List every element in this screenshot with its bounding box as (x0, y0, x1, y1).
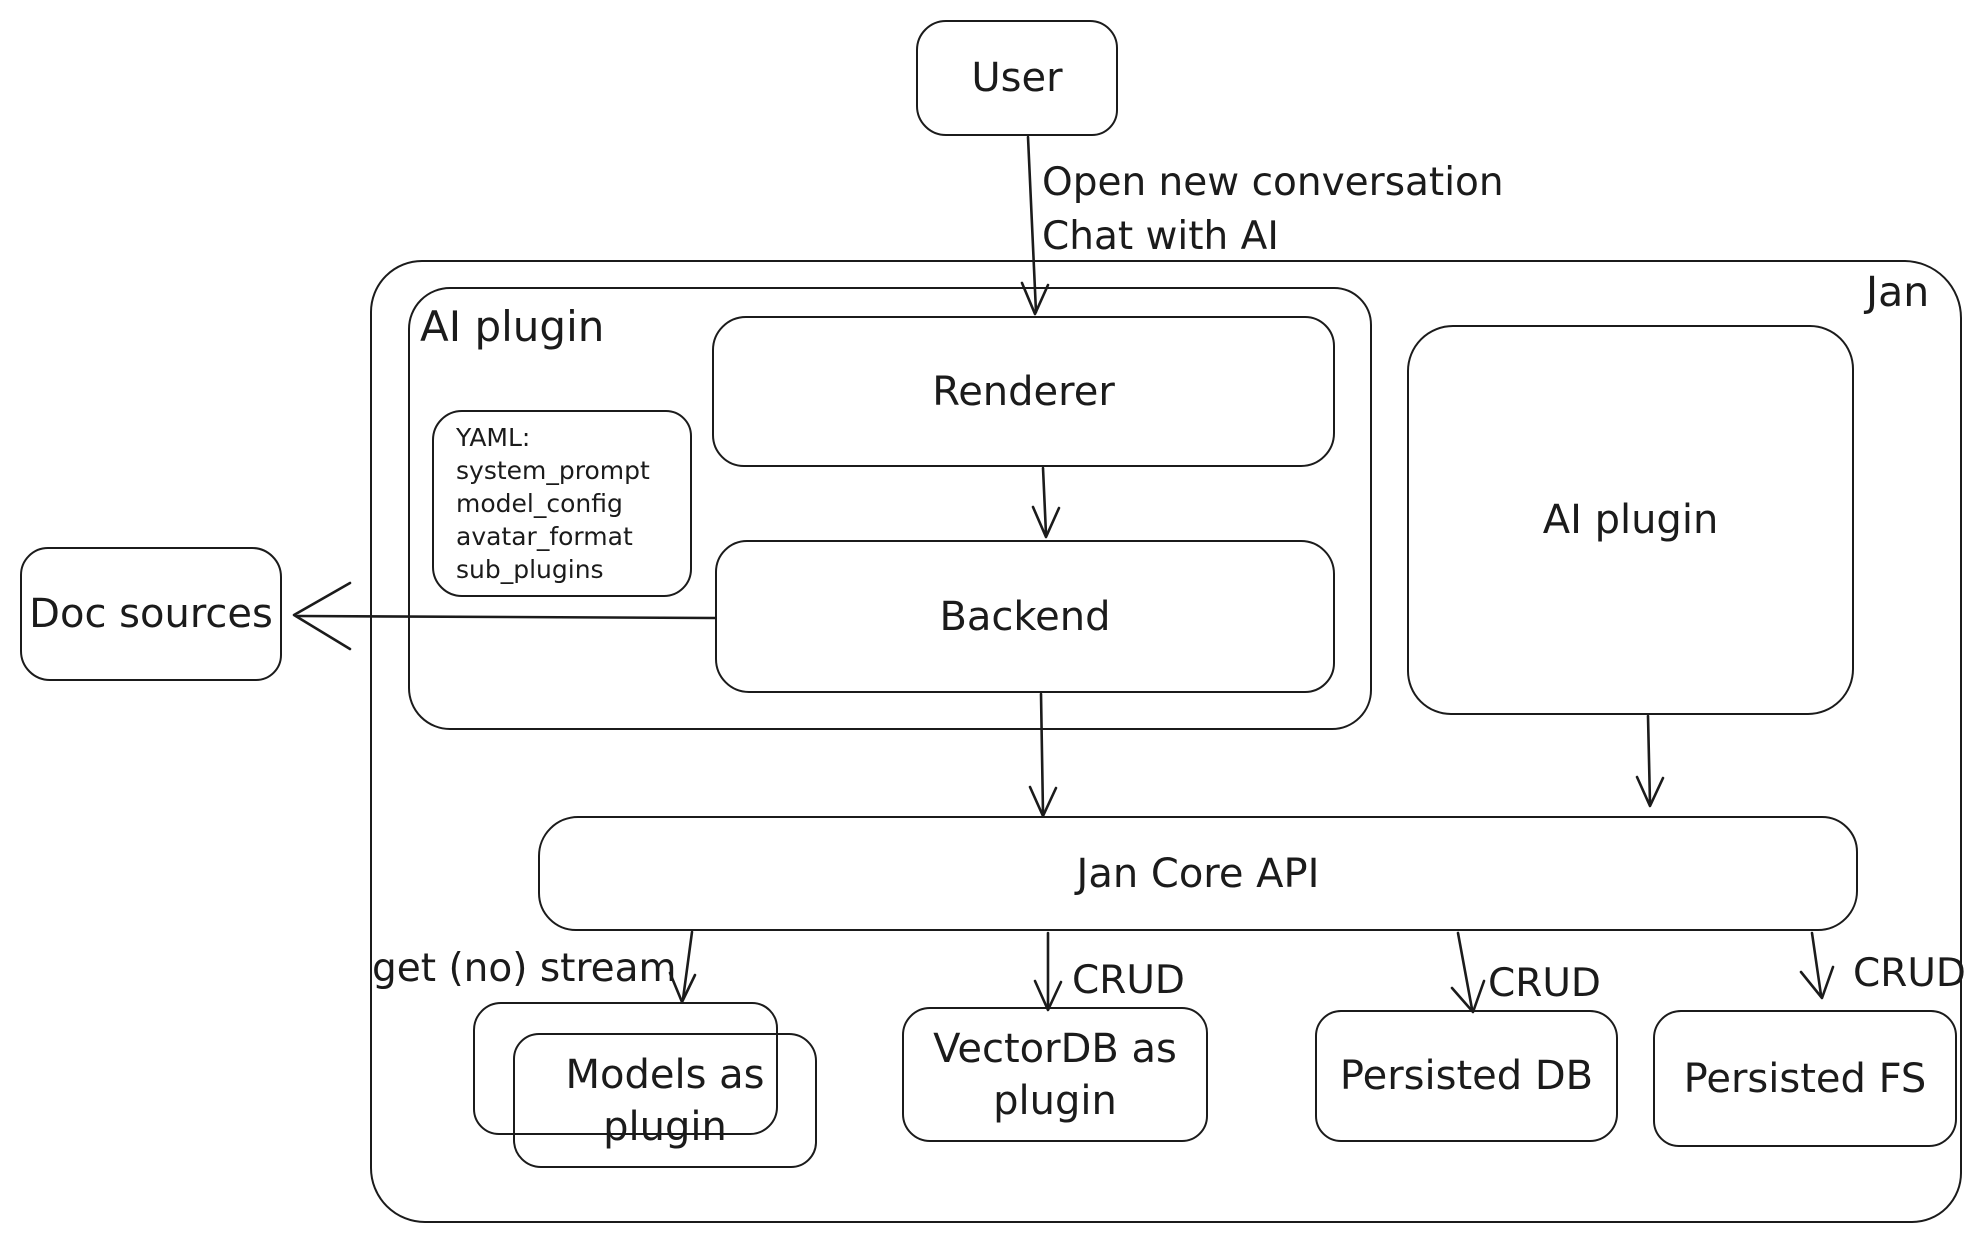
node-backend[interactable]: Backend (715, 540, 1335, 693)
edge-label-crud-persisted-db: CRUD (1488, 961, 1601, 1006)
node-models-label-line-2: plugin (603, 1103, 727, 1150)
yaml-line-title: YAML: (456, 423, 531, 452)
node-vectordb-as-plugin[interactable]: VectorDB as plugin (902, 1007, 1208, 1142)
node-jan-container[interactable] (370, 260, 1962, 1223)
node-models-label: Models as plugin (565, 1049, 764, 1153)
node-doc-sources-label: Doc sources (29, 591, 273, 637)
node-persisted-db-label: Persisted DB (1339, 1053, 1594, 1099)
node-ai-plugin-right-label: AI plugin (1542, 497, 1719, 543)
node-vectordb-label-line-1: VectorDB as (933, 1025, 1177, 1072)
edge-label-line-2: Chat with AI (1042, 214, 1279, 259)
node-user[interactable]: User (916, 20, 1118, 136)
node-backend-label: Backend (939, 593, 1111, 640)
edge-label-crud-persisted-fs: CRUD (1853, 951, 1966, 996)
node-ai-plugin-right[interactable]: AI plugin (1407, 325, 1854, 715)
node-persisted-db[interactable]: Persisted DB (1315, 1010, 1618, 1142)
node-persisted-fs-label: Persisted FS (1683, 1055, 1927, 1102)
node-jan-core-api[interactable]: Jan Core API (538, 816, 1858, 931)
node-user-label: User (971, 55, 1063, 101)
node-models-back-shape[interactable] (473, 1002, 778, 1135)
node-vectordb-label-line-2: plugin (993, 1077, 1117, 1124)
node-models-label-line-1: Models as (565, 1051, 765, 1098)
edge-label-crud-vectordb: CRUD (1072, 958, 1185, 1003)
yaml-line-sub-plugins: sub_plugins (456, 555, 604, 584)
ai-plugin-container-label: AI plugin (420, 302, 605, 351)
node-renderer-label: Renderer (932, 368, 1115, 415)
node-vectordb-label: VectorDB as plugin (933, 1023, 1177, 1127)
node-models-as-plugin[interactable]: Models as plugin (513, 1033, 817, 1168)
edge-label-line-1: Open new conversation (1042, 160, 1504, 205)
node-ai-plugin-container[interactable] (408, 287, 1372, 730)
yaml-line-model-config: model_config (456, 489, 623, 518)
yaml-line-system-prompt: system_prompt (456, 456, 650, 485)
edge-label-get-no-stream: get (no) stream (372, 946, 677, 991)
node-yaml-note[interactable]: YAML: system_prompt model_config avatar_… (432, 410, 692, 597)
node-persisted-fs[interactable]: Persisted FS (1653, 1010, 1957, 1147)
node-renderer[interactable]: Renderer (712, 316, 1335, 467)
jan-container-label: Jan (1866, 268, 1930, 316)
node-doc-sources[interactable]: Doc sources (20, 547, 282, 681)
node-jan-core-api-label: Jan Core API (1076, 850, 1320, 897)
edge-label-user-to-renderer: Open new conversation Chat with AI (1042, 156, 1504, 264)
yaml-line-avatar-format: avatar_format (456, 522, 633, 551)
